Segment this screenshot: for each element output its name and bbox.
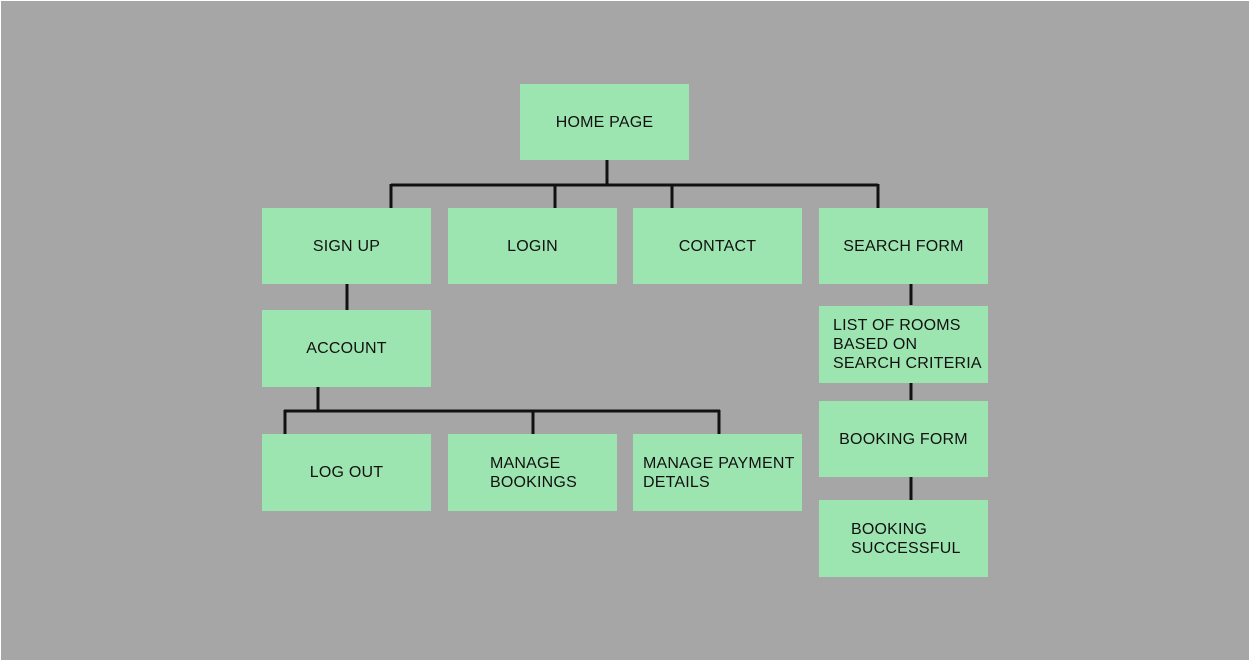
connector-home-to-children [389, 160, 880, 208]
node-contact: CONTACT [633, 208, 802, 284]
node-booking-form-label: BOOKING FORM [839, 430, 968, 448]
node-contact-label: CONTACT [678, 237, 757, 255]
node-manage-bookings-label: MANAGE BOOKINGS [490, 454, 577, 491]
node-log-out-label: LOG OUT [309, 464, 384, 481]
node-booking-successful: BOOKING SUCCESSFUL [819, 500, 988, 577]
node-home-page: HOME PAGE [520, 84, 689, 160]
node-login: LOGIN [448, 208, 617, 284]
node-home-page-label: HOME PAGE [555, 113, 654, 131]
node-sign-up-label: SIGN UP [312, 237, 381, 255]
node-list-of-rooms: LIST OF ROOMS BASED ON SEARCH CRITERIA [819, 306, 988, 383]
node-search-form-label: SEARCH FORM [843, 237, 964, 255]
node-login-label: LOGIN [507, 237, 558, 255]
node-manage-bookings: MANAGE BOOKINGS [448, 434, 617, 511]
node-booking-successful-label: BOOKING SUCCESSFUL [851, 520, 961, 557]
node-account-label: ACCOUNT [306, 340, 387, 357]
connector-account-to-children [283, 387, 721, 434]
node-account: ACCOUNT [262, 310, 431, 387]
node-search-form: SEARCH FORM [819, 208, 988, 284]
node-list-of-rooms-label: LIST OF ROOMS BASED ON SEARCH CRITERIA [833, 317, 982, 372]
node-booking-form: BOOKING FORM [819, 401, 988, 477]
node-sign-up: SIGN UP [262, 208, 431, 284]
node-manage-payment-details-label: MANAGE PAYMENT DETAILS [643, 454, 795, 491]
node-log-out: LOG OUT [262, 434, 431, 511]
node-manage-payment-details: MANAGE PAYMENT DETAILS [633, 434, 802, 511]
